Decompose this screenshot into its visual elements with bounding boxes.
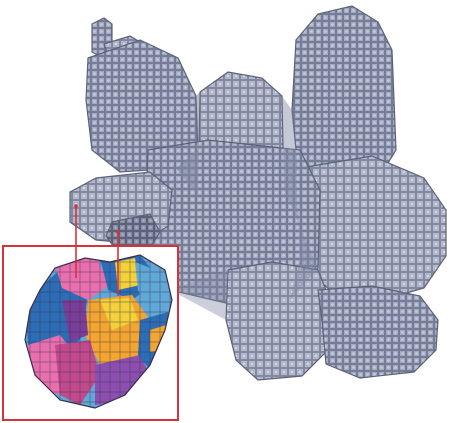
model-lower-foot-right [318,286,438,378]
model-right-tower [292,6,396,182]
leader-anchor-right [116,230,120,234]
leader-anchor-left [74,204,78,208]
model-lower-foot [226,262,330,380]
